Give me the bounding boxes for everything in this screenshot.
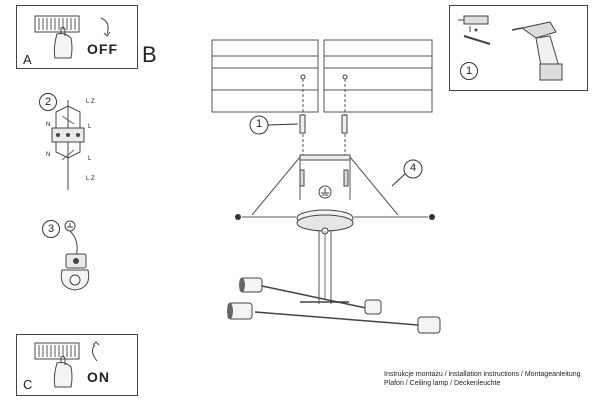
panel-c-letter: C bbox=[23, 377, 33, 392]
terminal-label: L bbox=[86, 176, 90, 182]
footer-product-line: Plafon / Ceiling lamp / Deckenleuchte bbox=[384, 380, 501, 387]
tools-panel: 1 bbox=[449, 5, 588, 91]
callout-screw-number: 1 bbox=[255, 118, 263, 130]
terminal-label: L bbox=[86, 99, 90, 105]
panel-a-power-off: A OFF bbox=[16, 5, 138, 69]
terminal-label: Z bbox=[91, 176, 95, 182]
panel-c-on-label: ON bbox=[87, 369, 110, 385]
terminal-label: L bbox=[88, 156, 92, 162]
panel-c-power-on: C ON bbox=[16, 334, 138, 396]
callout-canopy-number: 4 bbox=[409, 162, 417, 174]
screws-and-drill-icon bbox=[458, 15, 563, 81]
ceiling-boards bbox=[211, 39, 433, 113]
footer-instructions-line: Instrukcje montażu / installation instru… bbox=[384, 371, 581, 378]
terminal-label: N bbox=[46, 122, 51, 128]
terminal-label: Z bbox=[91, 99, 95, 105]
terminal-label: N bbox=[46, 152, 51, 158]
fuse-box-hand-icon bbox=[34, 15, 111, 59]
section-b-letter: B bbox=[142, 42, 157, 67]
step-2-circle: 2 bbox=[39, 93, 57, 111]
terminal-label: L bbox=[88, 124, 92, 130]
fuse-box-hand-icon bbox=[34, 341, 100, 388]
panel-a-off-label: OFF bbox=[87, 41, 118, 57]
panel-a-letter: A bbox=[23, 52, 32, 67]
step-3-circle: 3 bbox=[42, 220, 60, 238]
tools-step-circle: 1 bbox=[460, 62, 478, 80]
